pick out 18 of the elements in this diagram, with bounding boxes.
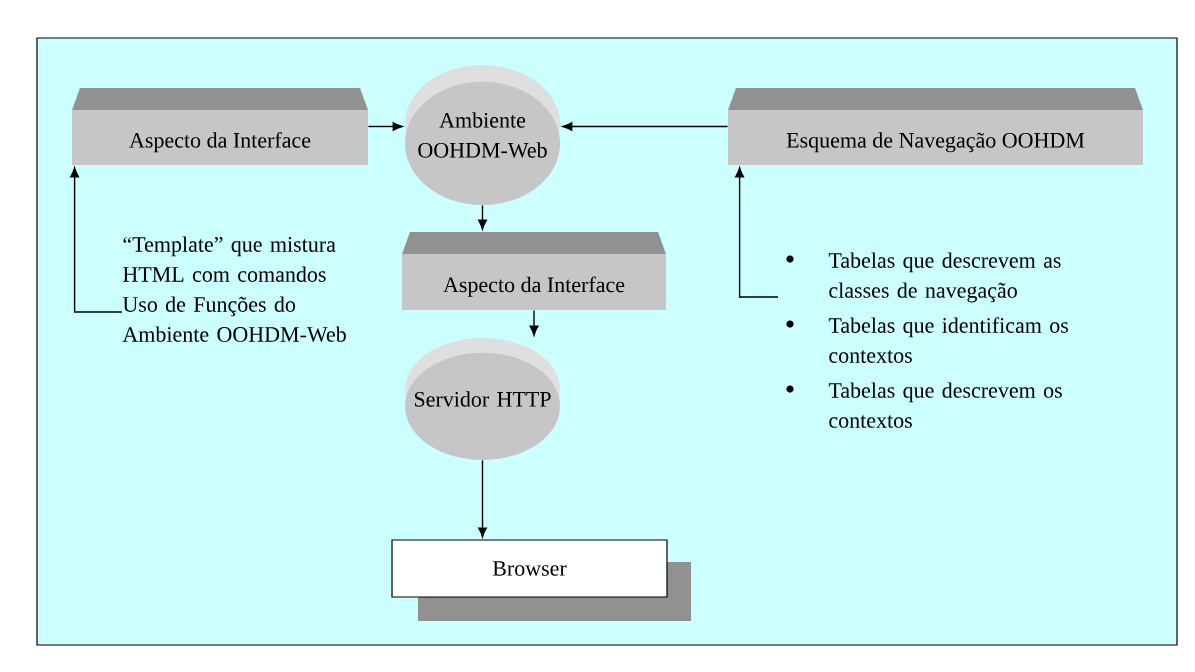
arrow [562, 122, 729, 131]
arrow [478, 204, 487, 230]
process-box: Esquema de Navegação OOHDM [728, 88, 1143, 165]
arrow [478, 459, 487, 538]
process-box: Aspecto da Interface [402, 232, 666, 310]
note-text: Uso de Funções do Ambiente OOHDM-Web [122, 296, 346, 342]
process-box: Aspecto da Interface [72, 88, 368, 165]
arrow [529, 309, 539, 336]
cylinder: Ambiente OOHDM-Web [405, 65, 560, 205]
list-item: Tabelas que descrevem os contextos [828, 382, 1062, 428]
arrow [735, 167, 779, 298]
list-item: Tabelas que identificam os contextos [828, 317, 1068, 363]
list-item: Tabelas que descrevem as classes de navegação [828, 252, 1061, 303]
process-box: Browser [391, 539, 691, 621]
cylinder: Servidor HTTP [405, 338, 560, 460]
arrow [367, 122, 403, 131]
arrow [70, 167, 123, 313]
note-text: “Template” que mistura HTML com comandos [123, 236, 336, 282]
